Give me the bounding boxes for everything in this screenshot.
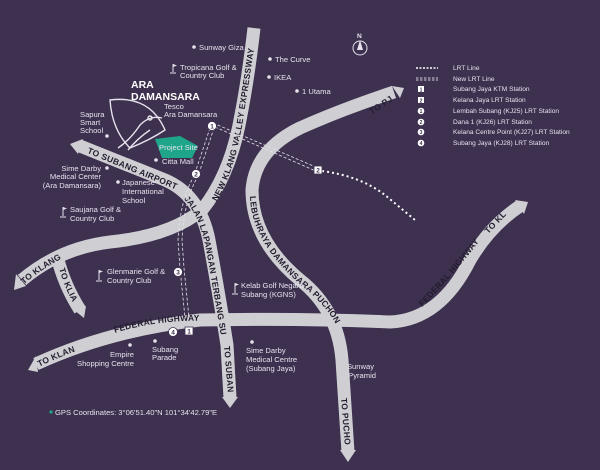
poi-sunway-pyramid-2: Pyramid — [348, 371, 376, 380]
poi-subang-parade-1: Subang — [152, 345, 178, 354]
legend-kelana-jaya: Kelana Jaya LRT Station — [453, 97, 526, 104]
svg-text:3: 3 — [420, 130, 423, 136]
legend-dana-1: Dana 1 (KJ26) LRT Station — [453, 119, 532, 126]
poi-ikea: IKEA — [274, 73, 292, 82]
station-lembah-subang[interactable]: 1 — [207, 121, 217, 131]
poi-sapura-2: Smart — [80, 118, 101, 127]
poi-japanese-1: Japanese — [122, 178, 155, 187]
poi-sapura-3: School — [80, 126, 104, 135]
road-ldp — [245, 85, 397, 453]
svg-text:4: 4 — [420, 141, 423, 147]
poi-sime-ara-3: (Ara Damansara) — [43, 181, 102, 190]
compass-north-icon: N — [352, 33, 368, 56]
poi-sime-ara-1: Sime Darby — [61, 164, 101, 173]
arrow-to-kl — [515, 200, 528, 214]
poi-the-curve: The Curve — [275, 55, 310, 64]
poi-tropicana-1: Tropicana Golf & — [180, 63, 237, 72]
poi-glenmarie-2: Country Club — [107, 276, 151, 285]
arrow-to-puchong — [340, 450, 356, 462]
poi-japanese-2: International — [122, 187, 164, 196]
poi-kgns-1: Kelab Golf Negara — [241, 281, 304, 290]
station-subang-jaya-lrt[interactable]: 4 — [168, 327, 178, 337]
svg-text:JALAN LAPANGAN TERBANG SUBANG: JALAN LAPANGAN TERBANG SUBANG — [0, 0, 229, 336]
compass-label: N — [357, 33, 362, 40]
ara-damansara-title-2: DAMANSARA — [131, 91, 200, 103]
golf-flag-icon — [170, 64, 177, 74]
golf-flag-icon — [232, 283, 239, 295]
poi-empire-2: Shopping Centre — [77, 359, 134, 368]
svg-text:1: 1 — [420, 87, 423, 93]
poi-sunway-giza: Sunway Giza — [199, 43, 245, 52]
poi-citta-mall: Citta Mall — [162, 157, 194, 166]
poi-kgns-2: Subang (KGNS) — [241, 290, 296, 299]
ara-damansara-title-1: ARA — [131, 79, 154, 91]
svg-text:2: 2 — [420, 120, 423, 126]
poi-empire-1: Empire — [110, 350, 134, 359]
svg-text:1: 1 — [210, 124, 214, 131]
lrt-line — [321, 170, 416, 221]
poi-sime-subang-1: Sime Darby — [246, 346, 286, 355]
arrow-to-klang-bottom — [28, 356, 38, 372]
poi-tesco-2: Ara Damansara — [164, 110, 218, 119]
pois: Sunway Giza Tropicana Golf & Country Clu… — [43, 43, 376, 380]
svg-text:4: 4 — [171, 330, 175, 337]
arrow-to-klia — [74, 306, 86, 318]
poi-japanese-3: School — [122, 196, 146, 205]
golf-flag-icon — [96, 270, 103, 282]
station-kelana-jaya[interactable]: 2 — [313, 165, 323, 175]
poi-glenmarie-1: Glenmarie Golf & — [107, 267, 165, 276]
poi-sime-subang-3: (Subang Jaya) — [246, 364, 296, 373]
svg-text:2: 2 — [420, 98, 423, 104]
legend-subang-jaya-lrt: Subang Jaya (KJ28) LRT Station — [453, 140, 549, 147]
svg-text:3: 3 — [176, 270, 180, 277]
poi-saujana-2: Country Club — [70, 214, 114, 223]
arrow-to-subang-airport — [70, 139, 83, 154]
poi-1-utama: 1 Utama — [302, 87, 331, 96]
poi-tesco-1: Tesco — [164, 102, 184, 111]
ara-damansara-leaf-logo — [109, 98, 166, 151]
svg-text:1: 1 — [187, 329, 191, 336]
poi-sime-ara-2: Medical Center — [50, 172, 102, 181]
road-federal-highway — [33, 200, 524, 370]
poi-sapura-1: Sapura — [80, 110, 105, 119]
station-subang-jaya-ktm[interactable]: 1 — [184, 326, 194, 336]
arrow-to-pj — [392, 86, 404, 98]
legend-subang-jaya-ktm: Subang Jaya KTM Station — [453, 86, 530, 93]
station-dana-1[interactable]: 2 — [191, 169, 201, 179]
poi-subang-parade-2: Parade — [152, 353, 177, 362]
station-kelana-centre-point[interactable]: 3 — [173, 267, 183, 277]
road-klia — [50, 254, 86, 314]
svg-text:1: 1 — [420, 109, 423, 115]
poi-sime-subang-2: Medical Centre — [246, 355, 297, 364]
legend-new-lrt-line: New LRT Line — [453, 76, 495, 83]
legend: 1 2 1 2 3 4 LRT Line New LRT Line Subang… — [416, 65, 570, 147]
legend-lrt-line: LRT Line — [453, 65, 480, 72]
roads — [14, 27, 528, 462]
road-nkve — [17, 27, 261, 286]
poi-tropicana-2: Country Club — [180, 71, 224, 80]
legend-kelana-centre-point: Kelana Centre Point (KJ27) LRT Station — [453, 129, 570, 136]
gps-dot-icon — [49, 410, 53, 414]
project-site[interactable]: Project Site — [155, 136, 198, 158]
poi-sunway-pyramid-1: Sunway — [347, 362, 374, 371]
svg-text:2: 2 — [316, 168, 320, 175]
svg-text:2: 2 — [194, 172, 198, 179]
label-jalan-lapangan: JALAN LAPANGAN TERBANG SUBANG — [0, 0, 228, 336]
poi-saujana-1: Saujana Golf & — [70, 205, 121, 214]
gps-coordinates: GPS Coordinates: 3°06'51.40"N 101°34'42.… — [55, 408, 217, 417]
arrow-to-subang — [222, 397, 238, 408]
arrow-to-klang-top — [14, 274, 26, 290]
golf-flag-icon — [60, 207, 67, 218]
project-site-label: Project Site — [159, 143, 198, 152]
legend-lembah-subang: Lembah Subang (KJ25) LRT Station — [453, 108, 559, 115]
